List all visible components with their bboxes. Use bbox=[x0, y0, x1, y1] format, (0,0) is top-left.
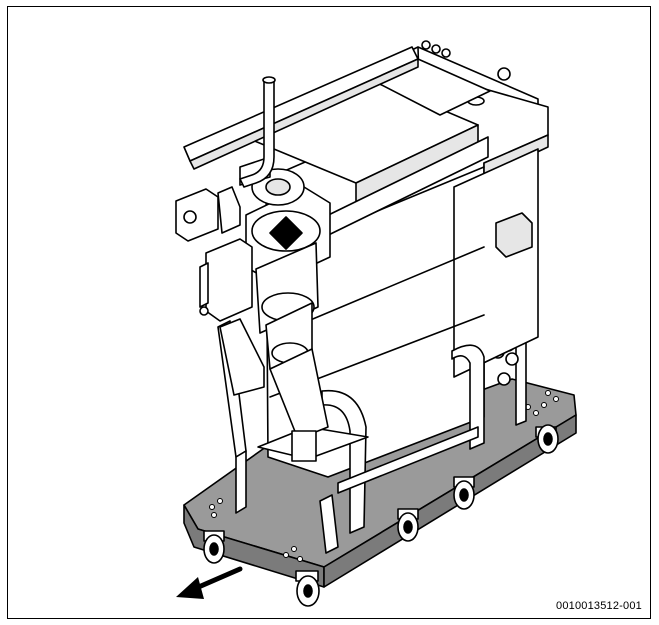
front-left-caster bbox=[203, 530, 225, 564]
front-beam bbox=[183, 46, 489, 246]
document-id: 0010013512-001 bbox=[556, 600, 642, 612]
movement-direction-arrow bbox=[176, 566, 243, 599]
burner-assembly bbox=[245, 186, 331, 462]
middle-left-caster bbox=[397, 508, 419, 542]
top-connections bbox=[421, 40, 451, 58]
front-frame-legs bbox=[217, 318, 485, 554]
front-right-caster bbox=[295, 570, 320, 607]
figure-frame: 0010013512-001 bbox=[7, 6, 651, 619]
rear-caster bbox=[535, 424, 559, 454]
gas-valve bbox=[175, 186, 241, 242]
left-controls bbox=[199, 238, 253, 322]
electrical-box bbox=[495, 212, 533, 258]
gas-supply-pipe bbox=[239, 76, 276, 188]
middle-right-caster bbox=[453, 476, 475, 510]
boiler-on-transport-dolly-illustration bbox=[175, 40, 577, 607]
